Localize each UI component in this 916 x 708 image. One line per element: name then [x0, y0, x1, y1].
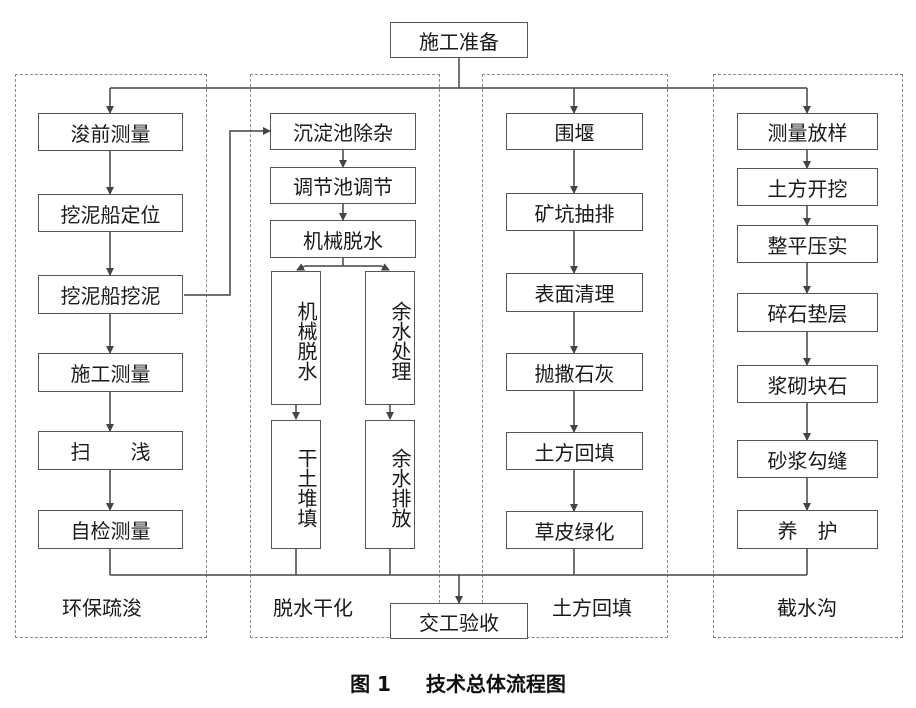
step-curing: 养 护 — [737, 510, 878, 549]
group-dewatering-drying — [250, 74, 440, 638]
step-dredger-positioning: 挖泥船定位 — [38, 194, 183, 232]
step-regulating-tank: 调节池调节 — [270, 167, 416, 204]
step-lime-spreading: 抛撒石灰 — [506, 353, 643, 391]
figure-number: 图 1 — [350, 672, 391, 696]
step-self-inspection-survey: 自检测量 — [38, 510, 183, 549]
step-sediment-tank: 沉淀池除杂 — [270, 113, 416, 150]
handover-acceptance-box: 交工验收 — [390, 603, 528, 639]
branch-mechanical-dewatering: 机械脱水 — [271, 271, 321, 405]
step-mortar-pointing: 砂浆勾缝 — [737, 440, 878, 478]
step-earth-backfill: 土方回填 — [506, 432, 643, 470]
step-dredger-dredging: 挖泥船挖泥 — [38, 275, 183, 314]
group-earthwork-backfill — [482, 74, 668, 638]
branch-residual-water-discharge: 余水排放 — [365, 420, 415, 549]
step-construction-survey: 施工测量 — [38, 353, 183, 392]
figure-title: 技术总体流程图 — [425, 672, 566, 696]
step-mortar-rubble: 浆砌块石 — [737, 365, 878, 403]
step-surface-cleaning: 表面清理 — [506, 273, 643, 312]
construction-preparation-box: 施工准备 — [390, 22, 528, 58]
step-pre-dredge-survey: 浚前测量 — [38, 113, 183, 151]
group-title-earthwork-backfill: 土方回填 — [552, 596, 632, 620]
step-gravel-cushion: 碎石垫层 — [737, 293, 878, 332]
group-title-environmental-dredging: 环保疏浚 — [62, 596, 142, 620]
step-earth-excavation: 土方开挖 — [737, 168, 878, 206]
step-cofferdam: 围堰 — [506, 113, 643, 150]
step-pit-pumping: 矿坑抽排 — [506, 193, 643, 231]
step-sweep-shallow: 扫 浅 — [38, 431, 183, 470]
group-environmental-dredging — [15, 74, 207, 638]
step-mechanical-dewatering: 机械脱水 — [270, 220, 416, 258]
step-turf-greening: 草皮绿化 — [506, 511, 643, 549]
group-title-dewatering-drying: 脱水干化 — [273, 596, 353, 620]
step-survey-setout: 测量放样 — [737, 113, 878, 150]
group-title-cutoff-ditch: 截水沟 — [777, 596, 837, 620]
figure-caption: 图 1 技术总体流程图 — [0, 668, 916, 697]
branch-residual-water-treatment: 余水处理 — [365, 271, 415, 405]
group-cutoff-ditch — [713, 74, 903, 638]
branch-dry-soil-filling: 干土堆填 — [271, 420, 321, 549]
step-leveling-compaction: 整平压实 — [737, 225, 878, 263]
